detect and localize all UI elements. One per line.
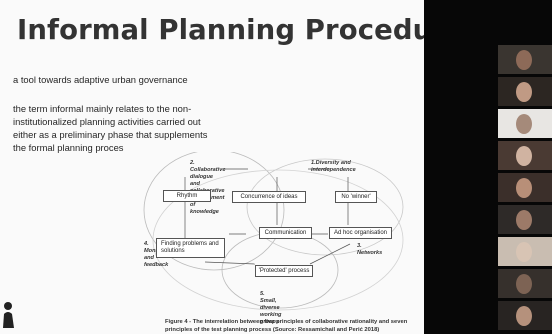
- box-rhythm: Rhythm: [163, 190, 211, 202]
- participant-face: [516, 242, 532, 262]
- bullet-text: either as a preliminary phase that suppl…: [13, 129, 208, 140]
- participant-video-tile[interactable]: [498, 269, 552, 298]
- label-diversity: 1.Diversity and interdependence: [311, 160, 356, 173]
- participant-video-tile[interactable]: [498, 205, 552, 234]
- participant-face: [516, 114, 532, 134]
- participant-face: [516, 50, 532, 70]
- participant-face: [516, 82, 532, 102]
- box-adhoc-organisation: Ad hoc organisation: [329, 227, 392, 239]
- box-protected-process: 'Protected' process: [255, 265, 313, 277]
- box-finding-problems: Finding problems and solutions: [156, 238, 225, 258]
- participant-face: [516, 274, 532, 294]
- bullet-text: the term informal mainly relates to the …: [13, 103, 192, 114]
- figure-caption: Figure 4 - The interrelation between fiv…: [165, 319, 408, 333]
- participant-video-tile[interactable]: [498, 301, 552, 330]
- participant-video-tile[interactable]: [498, 45, 552, 74]
- slide-title: Informal Planning Procedure: [17, 14, 424, 46]
- presenter-icon: [3, 302, 14, 328]
- participant-video-tile[interactable]: [498, 173, 552, 202]
- participant-video-tile[interactable]: [498, 109, 552, 138]
- label-networks: 3. Networks: [357, 243, 383, 256]
- participant-face: [516, 146, 532, 166]
- participant-video-tile[interactable]: [498, 141, 552, 170]
- label-collaborative-dialogue: 2. Collaborative dialogue and collaborat…: [190, 160, 226, 215]
- label-small-groups: 5. Small, diverse working groups: [260, 291, 282, 325]
- bullet-text: a tool towards adaptive urban governance: [13, 74, 188, 85]
- box-no-winner: No 'winner': [335, 191, 377, 203]
- participant-face: [516, 178, 532, 198]
- participant-tiles: [498, 45, 552, 333]
- box-concurrence-of-ideas: Concurrence of ideas: [232, 191, 306, 203]
- bullet-text: institutionalized planning activities ca…: [13, 116, 201, 127]
- participant-video-tile[interactable]: [498, 237, 552, 266]
- participant-face: [516, 210, 532, 230]
- bullet-text: the formal planning proces: [13, 142, 124, 153]
- presentation-slide: Informal Planning Procedure a tool towar…: [3, 14, 424, 333]
- participant-video-tile[interactable]: [498, 77, 552, 106]
- participant-face: [516, 306, 532, 326]
- box-communication: Communication: [259, 227, 312, 239]
